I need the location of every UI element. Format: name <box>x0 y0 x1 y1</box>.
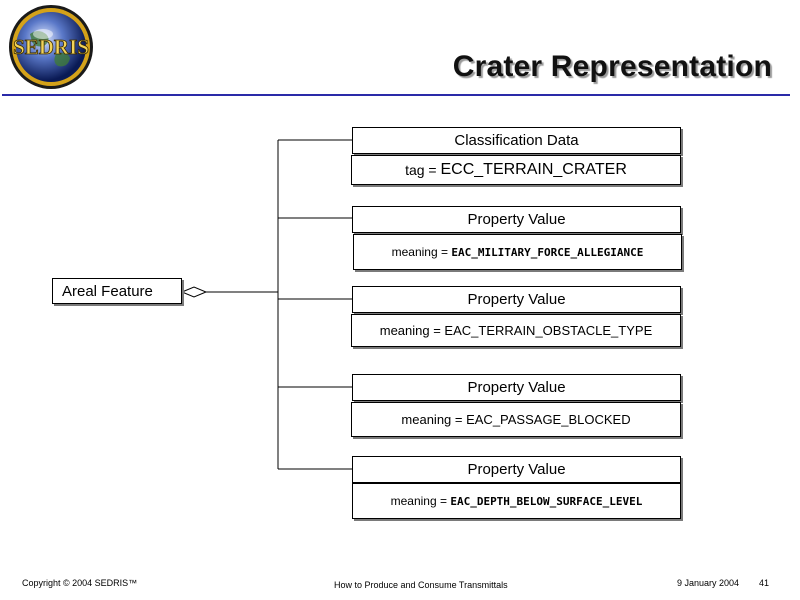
footer-date: 9 January 2004 <box>677 578 740 588</box>
classification-tag-box: tag = ECC_TERRAIN_CRATER <box>351 155 681 185</box>
aggregation-diamond <box>180 286 208 298</box>
meaning-value: EAC_TERRAIN_OBSTACLE_TYPE <box>444 323 653 338</box>
footer-copyright: Copyright © 2004 SEDRIS™ <box>22 578 138 588</box>
property-meaning-box: meaning = EAC_MILITARY_FORCE_ALLEGIANCE <box>353 234 682 270</box>
property-header: Property Value <box>467 461 566 478</box>
meaning-value: EAC_MILITARY_FORCE_ALLEGIANCE <box>451 245 644 259</box>
property-meaning-box: meaning = EAC_DEPTH_BELOW_SURFACE_LEVEL <box>352 483 681 519</box>
meaning-value: EAC_PASSAGE_BLOCKED <box>466 412 631 427</box>
property-header-box: Property Value <box>352 206 681 233</box>
meaning-value: EAC_DEPTH_BELOW_SURFACE_LEVEL <box>450 494 643 508</box>
property-header-box: Property Value <box>352 374 681 401</box>
classification-header: Classification Data <box>454 132 579 149</box>
meaning-prefix: meaning = <box>401 412 467 427</box>
property-meaning-box: meaning = EAC_PASSAGE_BLOCKED <box>351 402 681 437</box>
areal-feature-label: Areal Feature <box>62 282 153 300</box>
logo-text: SEDRIS <box>13 35 89 59</box>
tag-prefix: tag = <box>405 162 441 178</box>
title-rule <box>2 94 790 96</box>
property-meaning-box: meaning = EAC_TERRAIN_OBSTACLE_TYPE <box>351 314 681 347</box>
classification-header-box: Classification Data <box>352 127 681 154</box>
sedris-logo: SEDRIS <box>9 5 93 89</box>
property-header-box: Property Value <box>352 456 681 483</box>
meaning-prefix: meaning = <box>379 323 445 338</box>
property-header: Property Value <box>467 291 566 308</box>
meaning-prefix: meaning = <box>390 494 451 508</box>
property-header: Property Value <box>467 379 566 396</box>
property-header: Property Value <box>467 211 566 228</box>
footer-center: How to Produce and Consume Transmittals <box>334 580 508 590</box>
slide-title: Crater Representation <box>452 50 772 83</box>
meaning-prefix: meaning = <box>391 245 452 259</box>
tag-value: ECC_TERRAIN_CRATER <box>440 161 627 178</box>
areal-feature-box: Areal Feature <box>52 278 182 304</box>
property-header-box: Property Value <box>352 286 681 313</box>
footer-page-number: 41 <box>759 578 770 588</box>
